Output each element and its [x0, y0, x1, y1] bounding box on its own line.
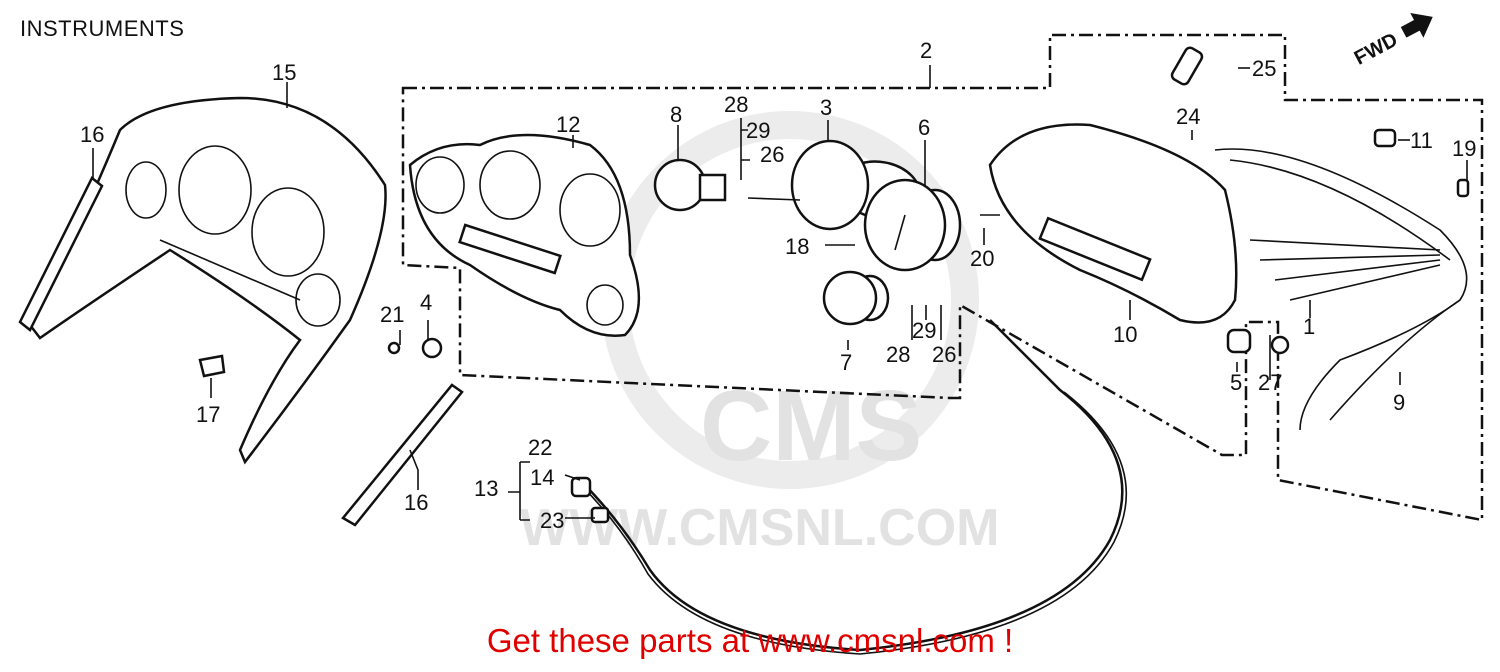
- callout-27: 27: [1258, 370, 1282, 395]
- callout-16-left: 16: [80, 122, 104, 147]
- socket-25: [1170, 46, 1204, 86]
- callout-8: 8: [670, 102, 682, 127]
- callout-7: 7: [840, 350, 852, 375]
- callout-22: 22: [528, 435, 552, 460]
- washer-21: [387, 341, 401, 355]
- callout-24: 24: [1176, 104, 1200, 129]
- tachometer-6: [863, 178, 962, 272]
- fwd-label: FWD: [1351, 29, 1402, 70]
- callout-11: 11: [1410, 128, 1433, 153]
- speedometer-cable-13: [570, 319, 1128, 655]
- callout-10: 10: [1113, 322, 1137, 347]
- callout-23: 23: [540, 508, 564, 533]
- callout-26-top: 26: [760, 142, 784, 167]
- grommet-27: [1270, 335, 1290, 355]
- trim-strip-left: [18, 176, 104, 332]
- nut-4: [421, 337, 443, 359]
- callout-9: 9: [1393, 390, 1405, 415]
- callout-6: 6: [918, 115, 930, 140]
- callout-12: 12: [556, 112, 580, 137]
- callout-numbers: 2 15 16 12 8 28 29 26 3 6 18 20 10 11 19…: [80, 38, 1476, 533]
- callout-21: 21: [380, 302, 404, 327]
- leader-lines: [92, 65, 1468, 521]
- callout-1: 1: [1303, 314, 1315, 339]
- bulb-11: [1373, 128, 1397, 148]
- forward-arrow-icon: FWD: [1351, 12, 1433, 70]
- callout-17: 17: [196, 402, 220, 427]
- meter-housing-10: [988, 123, 1238, 324]
- cta-link[interactable]: Get these parts at www.cmsnl.com !: [486, 622, 1014, 659]
- callout-29-bottom: 29: [912, 318, 936, 343]
- callout-4: 4: [420, 290, 432, 315]
- trim-strip-lower: [341, 383, 464, 527]
- page-title: INSTRUMENTS: [20, 16, 185, 41]
- clip-17: [198, 354, 226, 378]
- callout-15: 15: [272, 60, 296, 85]
- bulb-19: [1456, 178, 1470, 198]
- callout-2: 2: [920, 38, 932, 63]
- gauge-8: [653, 158, 727, 212]
- callout-25: 25: [1252, 56, 1276, 81]
- callout-13: 13: [474, 476, 498, 501]
- callout-18: 18: [785, 234, 809, 259]
- callout-16-bottom: 16: [404, 490, 428, 515]
- instrument-cowl: [28, 96, 387, 465]
- gauge-7: [822, 270, 890, 326]
- watermark-url: WWW.CMSNL.COM: [520, 499, 999, 557]
- bulb-5: [1226, 328, 1252, 354]
- callout-14: 14: [530, 465, 554, 490]
- callout-26-bottom: 26: [932, 342, 956, 367]
- meter-case: [408, 133, 641, 337]
- callout-20: 20: [970, 246, 994, 271]
- callout-5: 5: [1230, 370, 1242, 395]
- callout-19: 19: [1452, 136, 1476, 161]
- callout-28-bottom: 28: [886, 342, 910, 367]
- wire-harness-9: [1214, 148, 1468, 431]
- callout-29-top: 29: [746, 118, 770, 143]
- callout-3: 3: [820, 95, 832, 120]
- callout-28-top: 28: [724, 92, 748, 117]
